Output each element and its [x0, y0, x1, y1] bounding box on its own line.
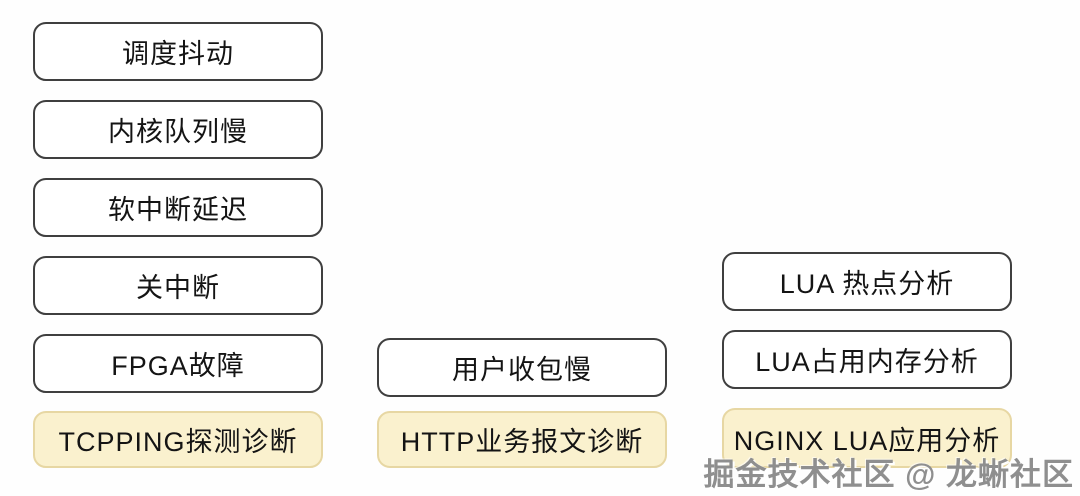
node-fpga-guzhang: FPGA故障 [33, 334, 323, 393]
node-yonghu-shoubao-man: 用户收包慢 [377, 338, 667, 397]
node-diaodu-doudong: 调度抖动 [33, 22, 323, 81]
node-neihe-duilie-man: 内核队列慢 [33, 100, 323, 159]
diagnosis-nginx-lua: NGINX LUA应用分析 [722, 408, 1012, 468]
node-lua-neicun-fenxi: LUA占用内存分析 [722, 330, 1012, 389]
node-lua-redian-fenxi: LUA 热点分析 [722, 252, 1012, 311]
node-ruan-zhongduan-yanchi: 软中断延迟 [33, 178, 323, 237]
node-guan-zhongduan: 关中断 [33, 256, 323, 315]
diagnosis-tcpping: TCPPING探测诊断 [33, 411, 323, 468]
diagnosis-http: HTTP业务报文诊断 [377, 411, 667, 468]
